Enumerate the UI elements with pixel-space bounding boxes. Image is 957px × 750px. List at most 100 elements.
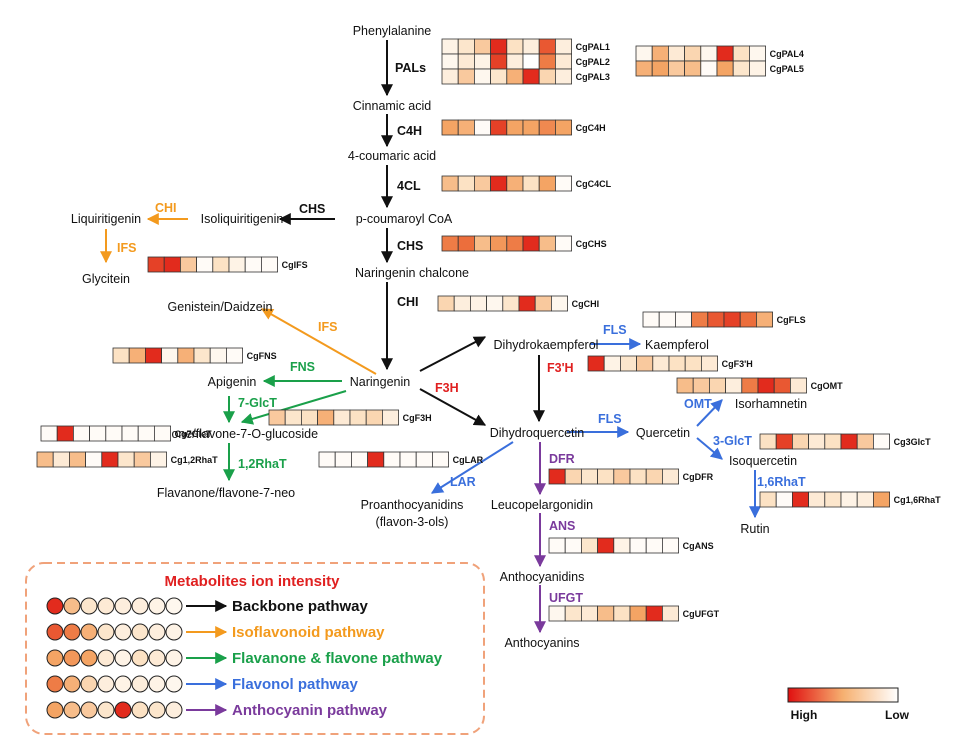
heatmap-cell [642, 311, 660, 328]
heatmap-cell [635, 45, 653, 62]
heatmap-cell [212, 256, 230, 273]
heatmap-cg1-2rhat: Cg1,2RhaT [36, 451, 218, 468]
heatmap-cell [105, 425, 123, 442]
heatmap-cell [725, 377, 743, 394]
heatmap-cell [506, 235, 524, 252]
enzyme-labels: PALs C4H 4CL CHS CHS CHI CHI IFS IFS FNS… [117, 61, 806, 605]
heatmap-cell [824, 433, 842, 450]
legend-circle [165, 649, 183, 667]
enzyme-16rhat: 1,6RhaT [757, 475, 806, 489]
gene-label: Cg1,6RhaT [894, 495, 942, 505]
enzyme-lar: LAR [450, 475, 476, 489]
metabolite-labels: Phenylalanine Cinnamic acid 4-coumaric a… [71, 24, 807, 650]
heatmap-cell [522, 119, 540, 136]
heatmap-cell [692, 377, 710, 394]
heatmap-cell [662, 537, 680, 554]
heatmap-cell [668, 355, 686, 372]
legend-circle [80, 649, 98, 667]
heatmap-cell [473, 68, 491, 85]
enzyme-fls-2: FLS [598, 412, 622, 426]
heatmap-cell [383, 451, 401, 468]
heatmap-cell [792, 491, 810, 508]
heatmap-cell [555, 235, 573, 252]
heatmap-cell [597, 537, 615, 554]
heatmap-cell [629, 537, 647, 554]
heatmap-cell [613, 605, 631, 622]
metabolite-quercetin: Quercetin [636, 426, 690, 440]
gene-label: CgFLS [777, 315, 806, 325]
heatmap-cgf3h: CgF3H [268, 409, 432, 426]
metabolite-cinnamic-acid: Cinnamic acid [353, 99, 432, 113]
heatmap-cell [317, 409, 335, 426]
heatmap-cell [581, 468, 599, 485]
metabolite-liquiritigenin: Liquiritigenin [71, 212, 141, 226]
heatmap-cell [196, 256, 214, 273]
heatmap-cell [334, 451, 352, 468]
heatmap-cell [684, 45, 702, 62]
enzyme-4cl: 4CL [397, 179, 421, 193]
heatmap-cgdfr: CgDFR [548, 468, 714, 485]
legend-circle [148, 675, 166, 693]
gene-label: Cg3GlcT [894, 437, 932, 447]
legend-circle [114, 701, 132, 719]
legend-row-flavonol-pathway: Flavonol pathway [46, 675, 359, 693]
heatmap-cell [775, 433, 793, 450]
heatmap-cell [490, 119, 508, 136]
legend-label: Backbone pathway [232, 598, 369, 615]
heatmap-cell [629, 468, 647, 485]
enzyme-f3h-prime: F3'H [547, 361, 574, 375]
heatmap-cell [367, 451, 385, 468]
heatmap-cell [473, 175, 491, 192]
metabolite-dihydroquercetin: Dihydroquercetin [490, 426, 585, 440]
metabolite-flavone-7-neo: Flavanone/flavone-7-neo [157, 486, 295, 500]
heatmap-cg7glct: Cg7GlcT [40, 425, 212, 442]
heatmap-cell [52, 451, 70, 468]
heatmap-cell [759, 491, 777, 508]
heatmap-cell [161, 347, 179, 364]
heatmap-cell [691, 311, 709, 328]
heatmap-cell [350, 451, 368, 468]
legend-circle [97, 597, 115, 615]
metabolite-naringenin-chalcone: Naringenin chalcone [355, 266, 469, 280]
gene-label: CgPAL3 [576, 72, 610, 82]
heatmap-cell [149, 451, 167, 468]
heatmap-cell [431, 451, 449, 468]
heatmap-cell [153, 425, 171, 442]
heatmap-cell [538, 235, 556, 252]
metabolite-leucopelargonidin: Leucopelargonidin [491, 498, 593, 512]
heatmap-cgchi: CgCHI [437, 295, 599, 312]
gene-label: CgDFR [683, 472, 714, 482]
heatmap-cell [840, 433, 858, 450]
heatmap-cell [635, 60, 653, 77]
heatmap-cell [551, 295, 569, 312]
heatmap-cell [840, 491, 858, 508]
heatmap-cell [564, 605, 582, 622]
legend-circle [63, 597, 81, 615]
heatmap-cell [506, 175, 524, 192]
heatmap-cell [645, 468, 663, 485]
heatmap-cgans: CgANS [548, 537, 714, 554]
heatmap-cell [260, 256, 278, 273]
heatmap-cell [457, 119, 475, 136]
heatmap-cell [684, 355, 702, 372]
metabolite-glycitein: Glycitein [82, 272, 130, 286]
heatmap-cell [473, 38, 491, 55]
heatmap-cell [486, 295, 504, 312]
heatmap-cell [668, 45, 686, 62]
heatmap-cell [333, 409, 351, 426]
gene-label: CgANS [683, 541, 714, 551]
metabolite-isorhamnetin: Isorhamnetin [735, 397, 807, 411]
metabolite-phenylalanine: Phenylalanine [353, 24, 432, 38]
heatmap-cell [716, 60, 734, 77]
heatmap-cell [564, 537, 582, 554]
enzyme-chi-main: CHI [397, 295, 419, 309]
enzyme-12rhat: 1,2RhaT [238, 457, 287, 471]
heatmap-cell [716, 45, 734, 62]
legend-row-anthocyanin-pathway: Anthocyanin pathway [46, 701, 388, 719]
arrow-to-dihydroquercetin [419, 388, 487, 426]
enzyme-ifs-side: IFS [117, 241, 136, 255]
gene-label: CgUFGT [683, 609, 720, 619]
legend-circle [165, 675, 183, 693]
gene-label: CgC4H [576, 123, 606, 133]
